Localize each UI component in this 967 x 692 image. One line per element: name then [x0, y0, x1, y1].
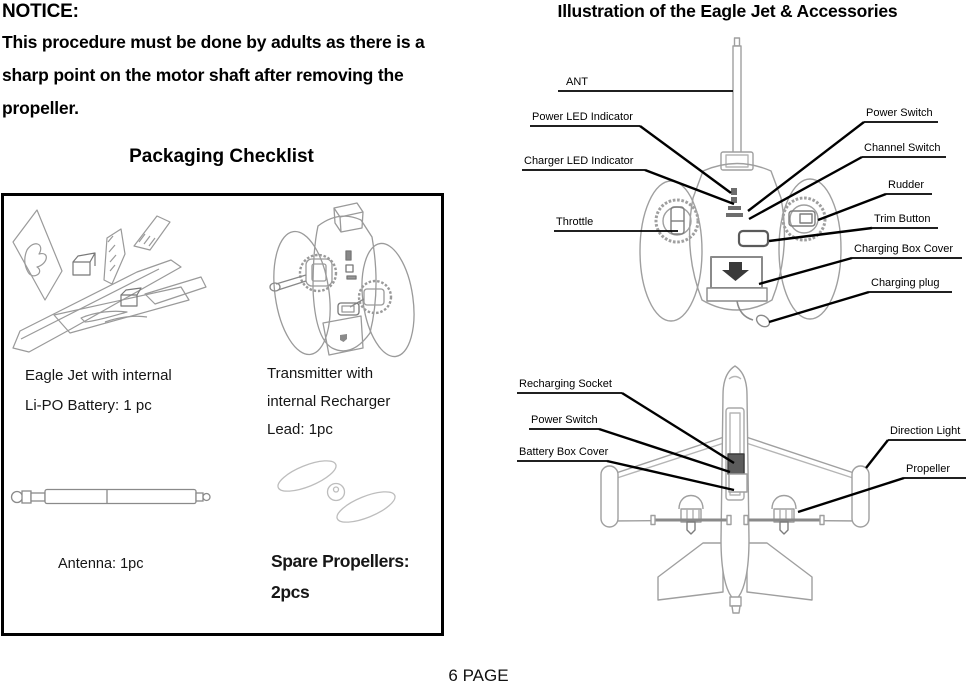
label-recharging-socket: Recharging Socket	[519, 378, 612, 390]
label-power-led-indicator: Power LED Indicator	[532, 111, 633, 123]
spare-propeller-sketch	[277, 460, 396, 523]
label-power-switch-tx: Power Switch	[866, 107, 933, 119]
label-direction-light: Direction Light	[890, 425, 961, 437]
label-trim-button: Trim Button	[874, 213, 931, 225]
label-charger-led-indicator: Charger LED Indicator	[524, 155, 634, 167]
eagle-jet-sketch	[12, 209, 207, 353]
notice-heading: NOTICE:	[2, 1, 79, 22]
label-battery-box-cover: Battery Box Cover	[519, 446, 609, 458]
notice-body: This procedure must be done by adults as…	[2, 32, 425, 118]
illustration-title: Illustration of the Eagle Jet & Accessor…	[557, 1, 898, 21]
antenna-sketch	[10, 488, 211, 505]
label-rudder: Rudder	[888, 179, 925, 191]
packaging-checklist-title: Packaging Checklist	[129, 146, 314, 167]
label-propeller: Propeller	[906, 463, 951, 475]
label-charging-box-cover: Charging Box Cover	[854, 243, 954, 255]
caption-spare-propellers: Spare Propellers: 2pcs	[271, 551, 410, 602]
caption-eagle-jet: Eagle Jet with internal Li-PO Battery: 1…	[25, 367, 172, 414]
label-charging-plug: Charging plug	[871, 277, 940, 289]
label-throttle: Throttle	[556, 216, 594, 228]
caption-antenna: Antenna: 1pc	[58, 556, 144, 572]
transmitter-sketch	[269, 202, 415, 358]
label-power-switch-jet: Power Switch	[531, 414, 598, 426]
page-number: 6 PAGE	[448, 666, 509, 685]
label-ant: ANT	[566, 76, 588, 88]
packaging-checklist-box: Eagle Jet with internal Li-PO Battery: 1…	[1, 193, 444, 636]
label-channel-switch: Channel Switch	[864, 142, 941, 154]
caption-transmitter: Transmitter with internal Recharger Lead…	[267, 365, 391, 438]
